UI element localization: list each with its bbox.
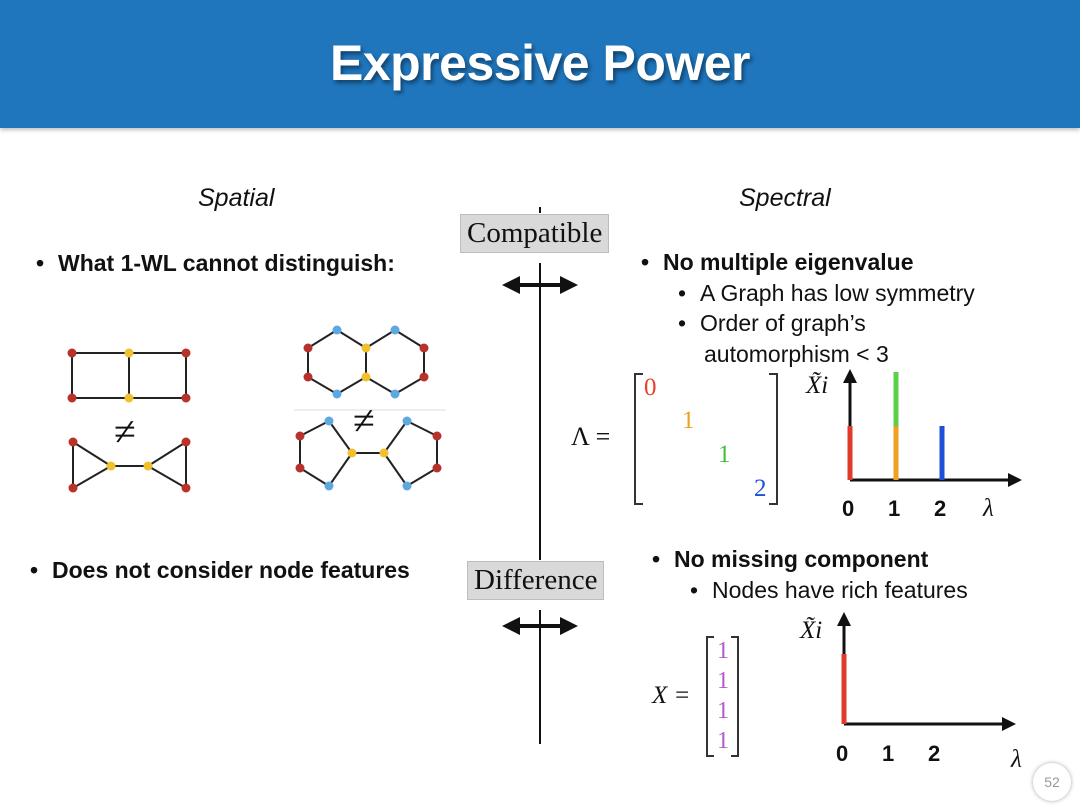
graph-fused-hexagons-nodes [303, 325, 429, 399]
x-matrix-brackets [706, 636, 739, 757]
lambda-matrix-label: Λ = [571, 422, 611, 451]
lambda-entry-3: 2 [754, 475, 767, 502]
graph-bowtie-nodes [68, 437, 191, 493]
chart-1-tick-1: 1 [888, 496, 901, 521]
right-sub-2-line2: automorphism < 3 [704, 341, 889, 367]
slide-title: Expressive Power [329, 35, 751, 91]
chart-1-xlabel: λ [983, 495, 994, 522]
x-entry-1: 1 [717, 668, 729, 694]
spectrum-chart-2-axes [837, 612, 1016, 731]
chart-1-tick-0: 0 [842, 496, 855, 521]
difference-double-arrow [502, 617, 578, 635]
not-equal-symbol-2: ≠ [353, 398, 375, 443]
graph-fused-hexagons [307, 329, 425, 395]
title-bar [0, 0, 1080, 128]
difference-label: Difference [467, 561, 605, 600]
compatible-double-arrow [502, 276, 578, 294]
lambda-entry-1: 1 [682, 407, 695, 434]
graph-joined-pentagons-nodes [295, 416, 442, 491]
right-sub-1-text: A Graph has low symmetry [700, 280, 975, 306]
right-sub-2-line1: Order of graph’s [700, 310, 866, 336]
right-bullet-2-text: No missing component [674, 546, 929, 572]
lambda-matrix-brackets [634, 373, 778, 505]
right-bullet-1-text: No multiple eigenvalue [663, 249, 914, 275]
left-bullet-2-text: Does not consider node features [52, 557, 410, 583]
spectrum-chart-1-axes [843, 369, 1022, 487]
right-sub-3-text: Nodes have rich features [712, 577, 968, 603]
chart-2-xlabel: λ [1011, 746, 1022, 773]
page-number: 52 [1033, 763, 1071, 801]
chart-1-ylabel: X̃i [806, 372, 829, 399]
graph-bowtie [72, 441, 187, 489]
x-matrix-label: X = [652, 682, 691, 709]
graph-joined-pentagons [299, 420, 438, 487]
right-sub-1: •A Graph has low symmetry [678, 280, 975, 306]
right-bullet-2: •No missing component [652, 546, 929, 572]
chart-2-tick-0: 0 [836, 741, 849, 766]
spectral-heading: Spectral [739, 184, 831, 212]
x-entry-3: 1 [717, 728, 729, 754]
x-entry-0: 1 [717, 638, 729, 664]
lambda-entry-0: 0 [644, 374, 657, 401]
compatible-label: Compatible [460, 214, 610, 253]
left-bullet-1: •What 1-WL cannot distinguish: [36, 250, 395, 276]
right-bullet-1: •No multiple eigenvalue [641, 249, 914, 275]
graph-two-squares [71, 352, 187, 399]
spectrum-chart-1-bars [847, 372, 945, 480]
chart-2-tick-1: 1 [882, 741, 895, 766]
chart-2-ylabel: X̃i [800, 617, 823, 644]
right-sub-3: •Nodes have rich features [690, 577, 968, 603]
spatial-heading: Spatial [198, 184, 275, 212]
x-entry-2: 1 [717, 698, 729, 724]
chart-2-tick-2: 2 [928, 741, 941, 766]
graph-two-squares-nodes [67, 348, 191, 403]
lambda-entry-2: 1 [718, 441, 731, 468]
right-sub-2: •Order of graph’s [678, 310, 866, 336]
chart-1-tick-2: 2 [934, 496, 947, 521]
not-equal-symbol-1: ≠ [114, 409, 136, 454]
left-bullet-1-text: What 1-WL cannot distinguish: [58, 250, 395, 276]
left-bullet-2: •Does not consider node features [30, 557, 410, 583]
